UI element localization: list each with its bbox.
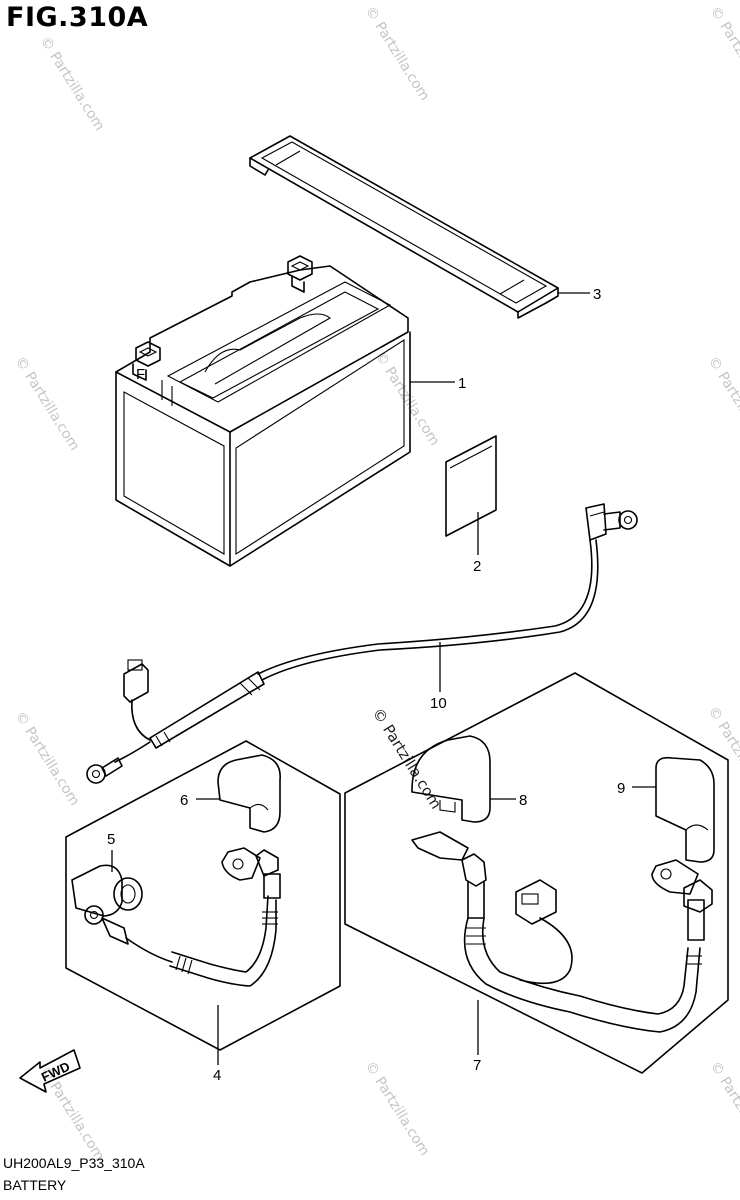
figure-code: UH200AL9_P33_310A	[3, 1155, 145, 1171]
watermark: © Partzilla.com	[362, 4, 433, 104]
callout-numbers: 1 2 3 4 5 6 7 8 9 10	[107, 286, 625, 1084]
watermark-group: © Partzilla.com © Partzilla.com © Partzi…	[12, 4, 740, 1164]
battery-wire-harness	[86, 503, 638, 784]
cable-assembly-box-right	[344, 672, 729, 1074]
battery-terminal-label: F	[136, 366, 145, 383]
watermark: © Partzilla.com	[372, 349, 443, 449]
watermark: © Partzilla.com	[705, 704, 740, 804]
terminal-cover-6	[217, 754, 281, 833]
callout-1: 1	[458, 375, 466, 392]
watermark: © Partzilla.com	[707, 1059, 740, 1159]
terminal-cover-8	[411, 735, 491, 823]
callout-7: 7	[473, 1057, 481, 1074]
figure-title: FIG.310A	[6, 2, 149, 33]
cable-assembly-box-left	[65, 740, 341, 1051]
battery-strap	[249, 135, 559, 319]
terminal-cover-9	[655, 756, 715, 863]
battery-cable-4	[84, 847, 281, 987]
watermark: © Partzilla.com	[362, 1059, 433, 1159]
terminal-boot-5	[71, 864, 143, 917]
watermark: © Partzilla.com	[705, 354, 740, 454]
callout-8: 8	[519, 792, 527, 809]
battery-cable-7	[411, 831, 713, 1033]
watermark: © Partzilla.com	[12, 354, 83, 454]
callout-6: 6	[180, 792, 188, 809]
watermark: © Partzilla.com	[707, 4, 740, 104]
callout-2: 2	[473, 558, 481, 575]
callout-3: 3	[593, 286, 601, 303]
callout-4: 4	[213, 1067, 221, 1084]
watermark: © Partzilla.com	[37, 34, 108, 134]
leader-lines	[111, 292, 656, 1065]
watermark: © Partzilla.com	[12, 709, 83, 809]
callout-5: 5	[107, 831, 115, 848]
battery-label-sheet	[445, 435, 497, 537]
figure-name: BATTERY	[3, 1177, 67, 1193]
callout-9: 9	[617, 780, 625, 797]
battery: F	[115, 255, 411, 567]
callout-10: 10	[430, 695, 447, 712]
